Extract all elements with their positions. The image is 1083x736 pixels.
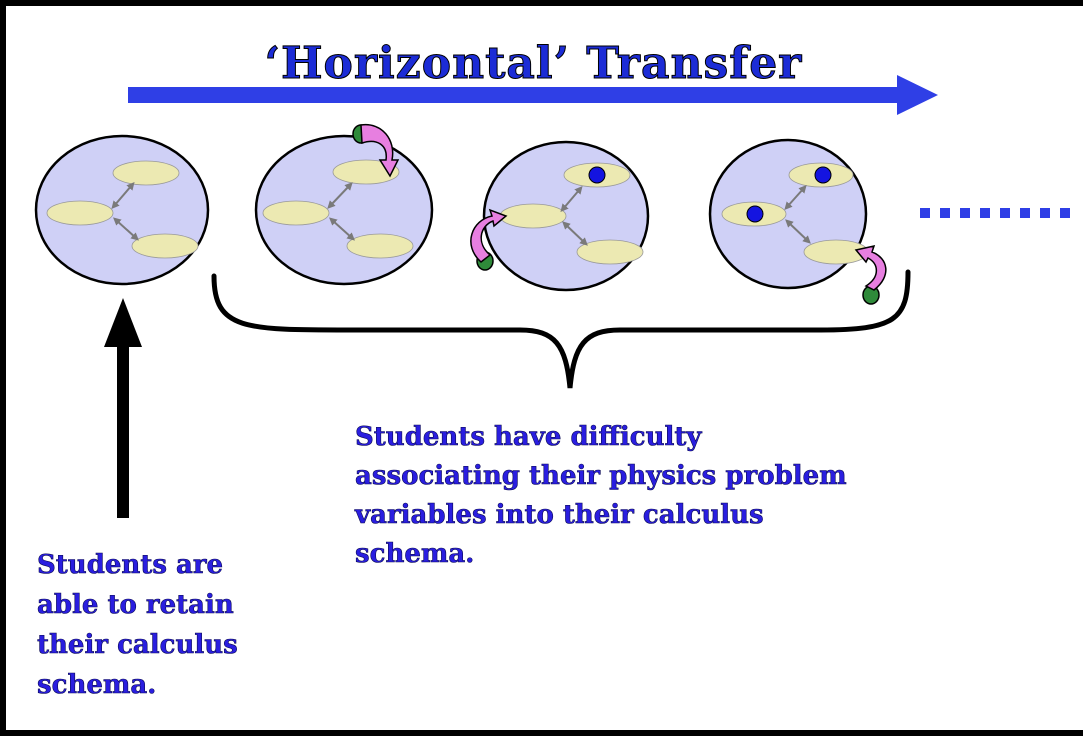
concept-node-left — [262, 200, 330, 226]
group-brace — [211, 269, 911, 389]
ellipsis-dot — [1000, 208, 1010, 218]
transfer-arrow — [470, 208, 508, 271]
link-arrow — [329, 217, 355, 241]
ellipsis-dot — [1040, 208, 1050, 218]
link-arrow — [562, 221, 588, 246]
concept-node-top — [112, 160, 180, 186]
variable-dot — [814, 166, 832, 184]
transfer-arrow-body — [854, 244, 887, 291]
schema-4 — [708, 138, 887, 305]
concept-node-left — [499, 203, 567, 229]
concept-node-bottom — [131, 233, 199, 259]
ellipsis-dot — [980, 208, 990, 218]
ellipsis-dot — [960, 208, 970, 218]
horizontal-arrow-shaft — [128, 87, 900, 103]
retain-arrow-head — [104, 298, 142, 347]
link-arrow — [327, 182, 353, 209]
ellipsis-dot — [1020, 208, 1030, 218]
link-arrow — [111, 181, 135, 210]
link-arrow — [560, 185, 583, 213]
schema-3 — [470, 140, 650, 292]
slide-title-text: ‘Horizontal’ Transfer — [264, 38, 803, 90]
concept-node-bottom — [576, 239, 644, 265]
link-arrow — [784, 185, 807, 210]
link-arrow — [113, 217, 139, 241]
transfer-arrow — [854, 244, 887, 305]
horizontal-arrow — [128, 75, 938, 115]
concept-node-left — [46, 200, 114, 226]
retain-arrow-shaft — [117, 345, 129, 518]
variable-dot — [746, 205, 764, 223]
retain-caption: Students are able to retain their calcul… — [37, 550, 238, 701]
difficulty-caption: Students have difficulty associating the… — [355, 422, 847, 570]
continuation-ellipsis — [920, 208, 1070, 218]
horizontal-arrow-head — [897, 75, 938, 115]
retain-arrow — [104, 298, 142, 518]
concept-node-bottom — [346, 233, 414, 259]
variable-dot — [588, 166, 606, 184]
transfer-arrow-body — [360, 124, 400, 178]
ellipsis-dot — [920, 208, 930, 218]
slide-title: ‘Horizontal’ Transfer — [0, 38, 1083, 90]
transfer-arrow-body — [470, 208, 508, 263]
schema-1 — [34, 134, 210, 286]
schema-2 — [254, 124, 434, 286]
transfer-arrow — [352, 124, 400, 178]
concept-node-top — [332, 159, 400, 185]
ellipsis-dot — [940, 208, 950, 218]
ellipsis-dot — [1060, 208, 1070, 218]
link-arrow — [785, 219, 811, 244]
